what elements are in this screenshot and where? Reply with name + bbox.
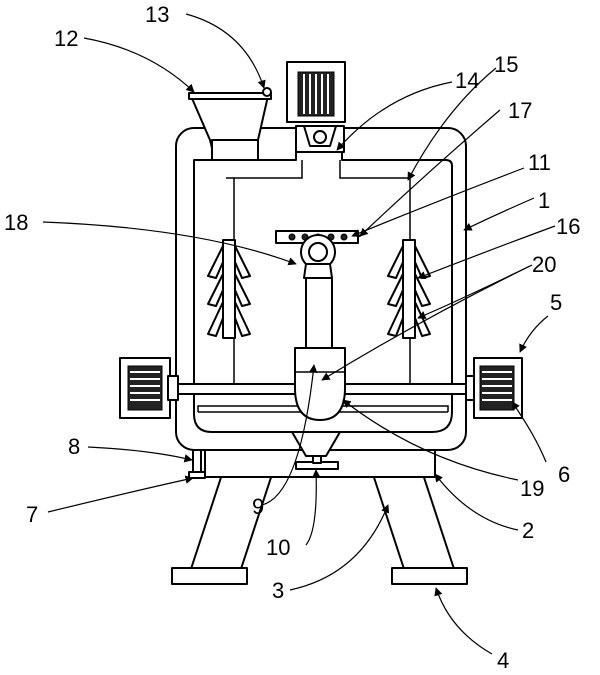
- label-16: 16: [556, 214, 580, 239]
- right-agitator: [387, 239, 431, 339]
- foot-pads: [171, 567, 468, 585]
- label-10: 10: [266, 535, 290, 560]
- mixing-bowl: [294, 347, 346, 421]
- label-11: 11: [528, 150, 551, 175]
- label-3: 3: [272, 578, 284, 603]
- label-8: 8: [68, 434, 80, 459]
- top-motor: [286, 61, 346, 123]
- label-1: 1: [538, 188, 550, 213]
- drain-pipe: [188, 449, 206, 479]
- label-14: 14: [455, 68, 479, 93]
- label-18: 18: [4, 210, 28, 235]
- outlet-funnel: [291, 431, 341, 457]
- label-4: 4: [497, 648, 509, 673]
- leader-lines: [42, 13, 556, 655]
- top-reducer: [295, 125, 345, 153]
- label-2: 2: [522, 518, 534, 543]
- reference-numerals: 1 2 3 4 5 6 7 8 9 10 11 12 13 14 15 16 1…: [4, 2, 580, 673]
- label-5: 5: [550, 290, 562, 315]
- label-19: 19: [520, 476, 544, 501]
- left-side-motor: [119, 357, 179, 419]
- label-15: 15: [494, 52, 518, 77]
- label-13: 13: [145, 2, 169, 27]
- label-6: 6: [558, 462, 570, 487]
- label-7: 7: [26, 502, 38, 527]
- label-20: 20: [532, 252, 556, 277]
- feed-hopper: [188, 87, 272, 161]
- label-17: 17: [508, 98, 532, 123]
- label-12: 12: [54, 26, 78, 51]
- right-side-motor: [465, 357, 523, 419]
- left-agitator: [207, 239, 251, 339]
- label-9: 9: [252, 494, 264, 519]
